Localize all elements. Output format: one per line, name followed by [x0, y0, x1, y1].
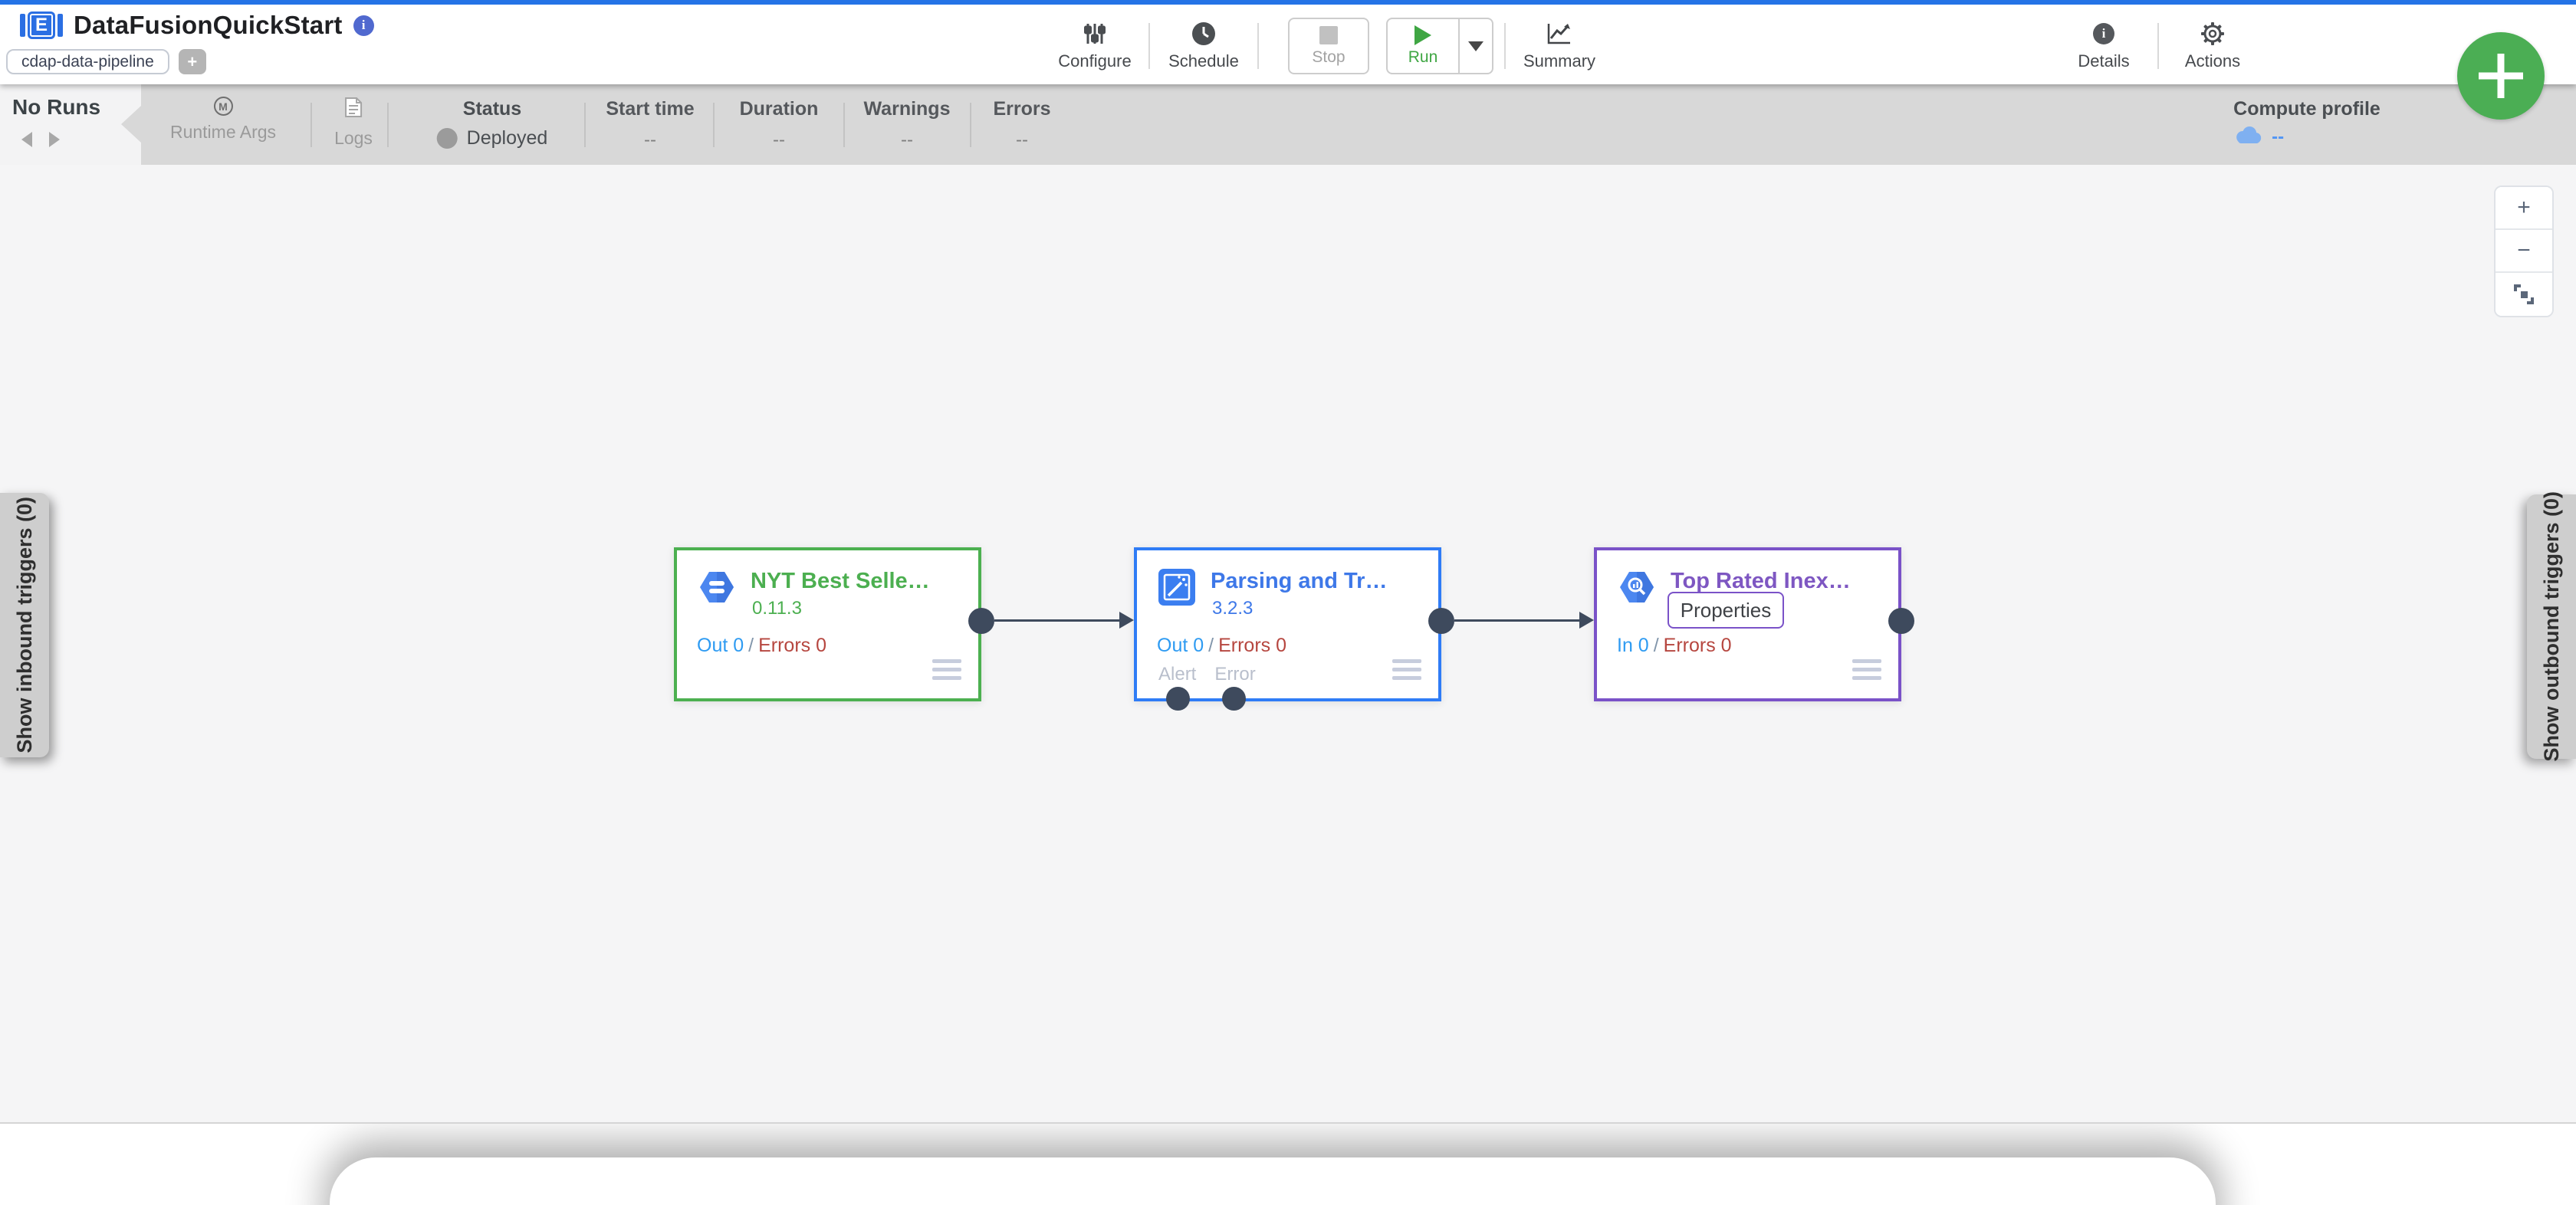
document-icon — [344, 97, 363, 122]
bigquery-hexagon-icon — [1618, 569, 1655, 609]
warnings-column: Warnings -- — [863, 98, 951, 150]
node-source[interactable]: NYT Best Selle… 0.11.3 Out 0/Errors 0 — [674, 547, 981, 701]
schedule-button[interactable]: Schedule — [1161, 21, 1247, 71]
node-metrics: In 0/Errors 0 — [1617, 635, 1732, 656]
status-label: Status — [462, 98, 522, 120]
arrowhead-icon — [1119, 612, 1134, 629]
outbound-triggers-tab[interactable]: Show outbound triggers (0) — [2527, 491, 2576, 762]
tag-row: cdap-data-pipeline + — [6, 49, 206, 74]
alert-port-label[interactable]: Alert — [1158, 664, 1197, 685]
logo-letter: E — [28, 11, 55, 39]
details-actions-group: i Details Actions — [2061, 14, 2256, 78]
start-time-column: Start time -- — [606, 98, 695, 150]
node-version: 0.11.3 — [752, 598, 802, 619]
header: E DataFusionQuickStart i cdap-data-pipel… — [0, 5, 2576, 120]
run-button[interactable]: Run — [1388, 19, 1458, 73]
zoom-in-button[interactable]: + — [2496, 187, 2552, 230]
runs-count-label: No Runs — [12, 95, 101, 119]
gear-icon — [2200, 21, 2225, 46]
connection-line — [994, 619, 1125, 622]
add-plugin-fab[interactable] — [2457, 32, 2545, 120]
gcs-hexagon-icon — [698, 569, 735, 609]
run-split-button: Run — [1386, 18, 1493, 74]
previous-run-button[interactable] — [21, 132, 32, 147]
clock-icon — [1191, 21, 1216, 46]
status-dot-icon — [436, 128, 458, 149]
error-port-label[interactable]: Error — [1214, 664, 1256, 685]
fit-icon — [2514, 284, 2534, 304]
output-port[interactable] — [1428, 608, 1454, 634]
port-labels: Alert Error — [1158, 664, 1256, 685]
stop-button[interactable]: Stop — [1288, 18, 1369, 74]
configure-button[interactable]: Configure — [1052, 21, 1138, 71]
node-transform[interactable]: Parsing and Tr… 3.2.3 Out 0/Errors 0 Ale… — [1134, 547, 1441, 701]
node-version: 3.2.3 — [1212, 598, 1254, 619]
play-icon — [1414, 25, 1431, 45]
wrangler-icon — [1158, 569, 1195, 609]
chevron-down-icon — [1468, 41, 1484, 51]
add-tag-button[interactable]: + — [178, 49, 206, 74]
runs-panel: No Runs — [0, 84, 141, 165]
stop-icon — [1319, 25, 1338, 44]
error-port[interactable] — [1222, 687, 1246, 711]
arrowhead-icon — [1579, 612, 1594, 629]
sliders-icon — [1083, 21, 1106, 46]
next-run-button[interactable] — [49, 132, 60, 147]
node-title: NYT Best Selle… — [751, 569, 930, 593]
node-sink[interactable]: Top Rated Inex… Properties In 0/Errors 0 — [1594, 547, 1901, 701]
run-navigation — [21, 132, 60, 147]
zoom-controls: + − — [2494, 186, 2554, 317]
chart-icon — [1546, 21, 1572, 46]
node-menu-icon[interactable] — [932, 659, 961, 680]
status-value: Deployed — [466, 127, 548, 149]
output-port[interactable] — [1888, 608, 1914, 634]
node-menu-icon[interactable] — [1392, 659, 1421, 680]
macro-icon: M — [213, 97, 233, 116]
cloud-icon — [2233, 125, 2262, 149]
errors-column: Errors -- — [993, 98, 1051, 150]
pipeline-title: DataFusionQuickStart — [74, 11, 343, 39]
status-bar: No Runs M Runtime Args Logs Status Deplo… — [0, 84, 2576, 165]
node-metrics: Out 0/Errors 0 — [697, 635, 827, 656]
details-button[interactable]: i Details — [2061, 21, 2147, 71]
runtime-args-button[interactable]: M Runtime Args — [170, 97, 276, 143]
logs-button[interactable]: Logs — [334, 97, 373, 149]
bottom-panel — [0, 1124, 2576, 1205]
compute-profile-value: -- — [2272, 126, 2285, 147]
top-accent-bar — [0, 0, 2576, 5]
info-icon[interactable]: i — [353, 15, 374, 36]
node-title: Parsing and Tr… — [1211, 569, 1388, 593]
status-group: Status Deployed — [436, 98, 548, 149]
pipeline-toolbar: Configure Schedule Stop Run — [1052, 14, 1602, 78]
info-circle-icon: i — [2093, 21, 2114, 46]
node-title: Top Rated Inex… — [1671, 569, 1851, 593]
node-menu-icon[interactable] — [1852, 659, 1881, 680]
output-port[interactable] — [968, 608, 994, 634]
bottom-panel-shadow — [330, 1157, 2216, 1205]
pipeline-type-tag: cdap-data-pipeline — [6, 49, 169, 74]
inbound-triggers-tab[interactable]: Show inbound triggers (0) — [0, 493, 49, 757]
alert-port[interactable] — [1166, 687, 1190, 711]
pipeline-canvas[interactable]: + − Show inbound triggers (0) Show outbo… — [0, 165, 2576, 1124]
brand: E DataFusionQuickStart i — [20, 11, 374, 40]
connection-line — [1454, 619, 1585, 622]
duration-column: Duration -- — [739, 98, 819, 150]
fit-to-screen-button[interactable] — [2496, 273, 2552, 316]
cdap-logo-icon[interactable]: E — [20, 11, 63, 39]
run-options-button[interactable] — [1458, 19, 1492, 73]
compute-profile-group: Compute profile -- — [2233, 98, 2380, 149]
zoom-out-button[interactable]: − — [2496, 230, 2552, 273]
node-metrics: Out 0/Errors 0 — [1157, 635, 1287, 656]
properties-button[interactable]: Properties — [1668, 592, 1784, 629]
actions-button[interactable]: Actions — [2170, 21, 2256, 71]
summary-button[interactable]: Summary — [1516, 21, 1602, 71]
